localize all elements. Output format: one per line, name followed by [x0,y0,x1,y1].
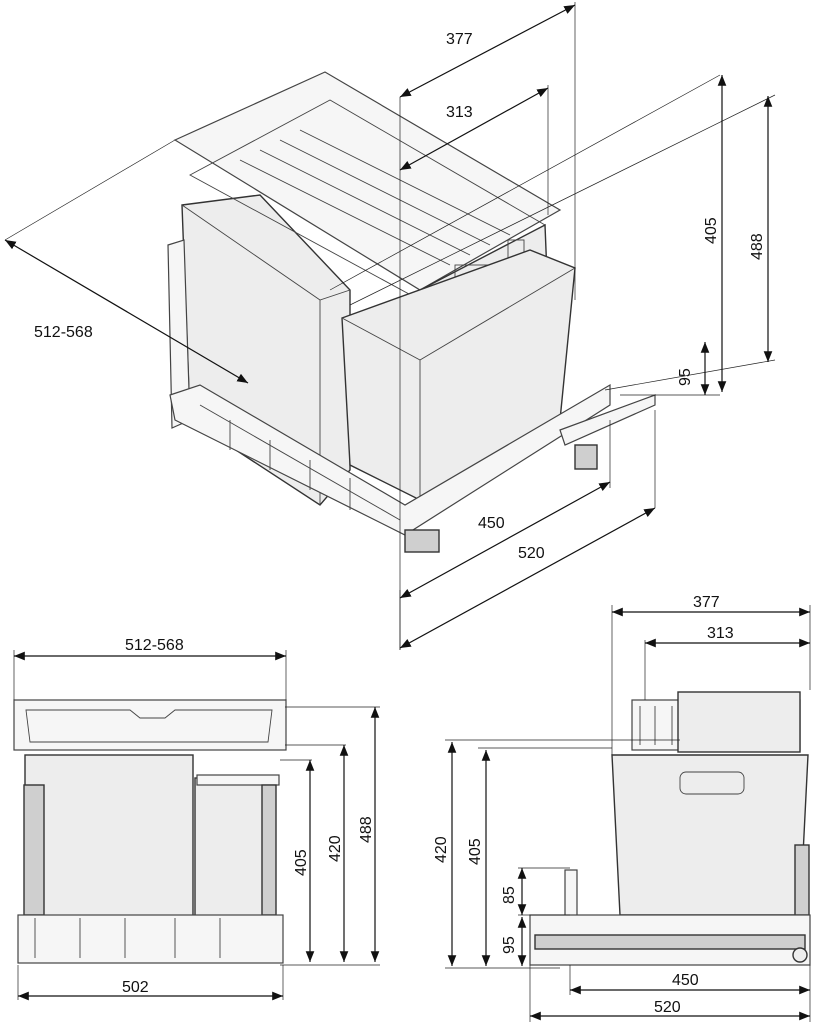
iso-dim-313: 313 [446,104,473,121]
front-dim-405: 405 [293,849,310,876]
front-large-bin [24,754,194,921]
iso-dim-377: 377 [446,31,473,48]
side-dim-520: 520 [654,999,681,1016]
front-base [17,914,284,964]
iso-dim-313-line [399,87,549,171]
iso-dim-450: 450 [478,515,505,532]
iso-dimensions: 377 313 405 488 95 512-568 450 520 [4,2,776,650]
side-right-bracket [794,844,810,916]
front-view [13,699,287,964]
iso-dim-377-line [399,4,576,98]
side-drawer-front [564,869,578,921]
side-dim-405: 405 [467,838,484,865]
side-dim-450: 450 [672,972,699,989]
side-view [529,691,811,966]
side-dim-377: 377 [693,594,720,611]
side-tray-panel [677,691,801,753]
iso-top-tray [173,71,562,291]
side-bin [611,754,809,916]
front-dim-512-568: 512-568 [125,637,184,654]
iso-right-rail [559,394,656,446]
iso-dim-512-568: 512-568 [34,324,93,341]
iso-base-frame [169,383,611,536]
iso-dim-520-line [399,507,656,649]
front-small-bin [194,777,274,921]
side-dimensions: 377 313 420 405 85 95 450 520 [433,594,811,1022]
iso-small-bin [341,249,576,501]
iso-dim-405: 405 [703,217,720,244]
iso-dim-520: 520 [518,545,545,562]
iso-dim-488: 488 [749,233,766,260]
front-dim-502: 502 [122,979,149,996]
front-dimensions: 512-568 405 420 488 502 [13,637,380,1001]
side-dim-313: 313 [707,625,734,642]
side-dim-85: 85 [501,886,518,904]
front-left-bracket [23,784,45,916]
front-dim-420: 420 [327,835,344,862]
iso-dim-95: 95 [677,368,694,386]
front-right-bracket [261,784,277,916]
side-dim-95: 95 [501,936,518,954]
front-top-tray [13,699,287,751]
iso-view [167,71,656,553]
front-dim-488: 488 [358,816,375,843]
iso-dim-512-568-line [4,239,249,384]
side-dim-420: 420 [433,836,450,863]
